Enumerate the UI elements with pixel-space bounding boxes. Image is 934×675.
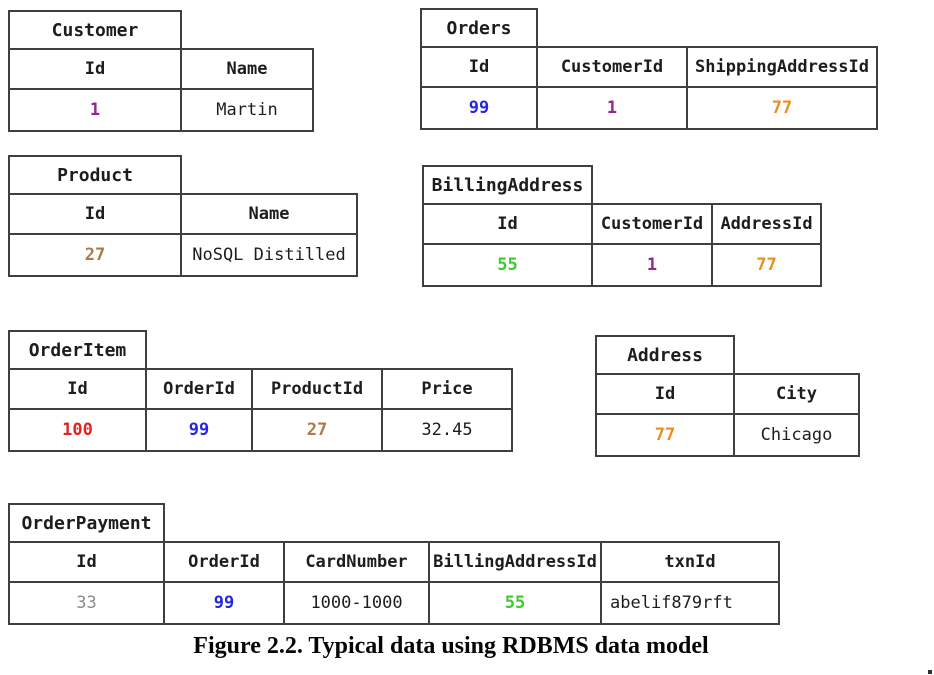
table-orderpayment: OrderPayment Id OrderId CardNumber Billi… (8, 503, 780, 625)
orderitem-price-header: Price (381, 370, 511, 408)
orderitem-table-grid: Id OrderId ProductId Price 100 99 27 32.… (8, 368, 513, 452)
orderitem-productid-header: ProductId (251, 370, 381, 408)
customer-data-row: 1 Martin (10, 90, 312, 130)
orders-shippingaddressid-value: 77 (686, 88, 876, 128)
product-table-grid: Id Name 27 NoSQL Distilled (8, 193, 358, 277)
address-city-header: City (733, 375, 858, 413)
orderitem-data-row: 100 99 27 32.45 (10, 410, 511, 450)
billingaddress-addressid-header: AddressId (711, 205, 820, 243)
table-orders: Orders Id CustomerId ShippingAddressId 9… (420, 8, 878, 130)
customer-header-row: Id Name (10, 50, 312, 90)
orderitem-productid-value: 27 (251, 410, 381, 450)
orders-customerid-value: 1 (536, 88, 686, 128)
orderpayment-cardnumber-value: 1000-1000 (283, 583, 428, 623)
product-data-row: 27 NoSQL Distilled (10, 235, 356, 275)
orderitem-table-title: OrderItem (8, 330, 147, 370)
address-id-value: 77 (654, 425, 676, 445)
product-table-title: Product (8, 155, 182, 195)
orders-table-title: Orders (420, 8, 538, 48)
orders-data-row: 99 1 77 (422, 88, 876, 128)
orders-customerid-header: CustomerId (536, 48, 686, 86)
orders-id-value: 99 (468, 98, 490, 118)
orderitem-orderid-value: 99 (145, 410, 251, 450)
orderitem-price-value: 32.45 (381, 410, 511, 450)
billingaddress-data-row: 55 1 77 (424, 245, 820, 285)
orderpayment-cardnumber-header: CardNumber (283, 543, 428, 581)
address-table-title: Address (595, 335, 735, 375)
orders-table-grid: Id CustomerId ShippingAddressId 99 1 77 (420, 46, 878, 130)
address-header-row: Id City (597, 375, 858, 415)
product-id-value: 27 (84, 245, 106, 265)
table-billingaddress: BillingAddress Id CustomerId AddressId 5… (422, 165, 822, 287)
address-table-grid: Id City 77 Chicago (595, 373, 860, 457)
orderpayment-table-grid: Id OrderId CardNumber BillingAddressId t… (8, 541, 780, 625)
product-header-row: Id Name (10, 195, 356, 235)
orderpayment-billingaddressid-value: 55 (428, 583, 600, 623)
orders-id-header: Id (468, 57, 490, 77)
billingaddress-header-row: Id CustomerId AddressId (424, 205, 820, 245)
customer-table-grid: Id Name 1 Martin (8, 48, 314, 132)
customer-id-header: Id (84, 59, 106, 79)
customer-id-value: 1 (89, 100, 101, 120)
page-corner-mark (928, 670, 932, 674)
billingaddress-addressid-value: 77 (711, 245, 820, 285)
address-id-header: Id (654, 384, 676, 404)
orderpayment-id-value: 33 (76, 593, 97, 613)
billingaddress-table-title: BillingAddress (422, 165, 593, 205)
product-name-header: Name (180, 195, 356, 233)
address-data-row: 77 Chicago (597, 415, 858, 455)
table-product: Product Id Name 27 NoSQL Distilled (8, 155, 358, 277)
table-customer: Customer Id Name 1 Martin (8, 10, 314, 132)
billingaddress-customerid-header: CustomerId (591, 205, 711, 243)
orderitem-id-value: 100 (62, 420, 93, 440)
table-orderitem: OrderItem Id OrderId ProductId Price 100… (8, 330, 513, 452)
customer-table-title: Customer (8, 10, 182, 50)
orderpayment-table-title: OrderPayment (8, 503, 165, 543)
orderitem-header-row: Id OrderId ProductId Price (10, 370, 511, 410)
billingaddress-customerid-value: 1 (591, 245, 711, 285)
customer-name-value: Martin (180, 90, 312, 130)
billingaddress-table-grid: Id CustomerId AddressId 55 1 77 (422, 203, 822, 287)
billingaddress-id-value: 55 (497, 255, 518, 275)
orders-shippingaddressid-header: ShippingAddressId (686, 48, 876, 86)
product-name-value: NoSQL Distilled (180, 235, 356, 275)
customer-name-header: Name (180, 50, 312, 88)
orders-header-row: Id CustomerId ShippingAddressId (422, 48, 876, 88)
orderpayment-data-row: 33 99 1000-1000 55 abelif879rft (10, 583, 778, 623)
address-city-value: Chicago (733, 415, 858, 455)
orderpayment-txnid-value: abelif879rft (600, 583, 778, 623)
orderpayment-id-header: Id (76, 552, 97, 572)
figure-caption: Figure 2.2. Typical data using RDBMS dat… (193, 633, 709, 659)
orderpayment-header-row: Id OrderId CardNumber BillingAddressId t… (10, 543, 778, 583)
table-address: Address Id City 77 Chicago (595, 335, 860, 457)
product-id-header: Id (84, 204, 106, 224)
orderitem-id-header: Id (67, 379, 88, 399)
orderpayment-txnid-header: txnId (600, 543, 778, 581)
orderitem-orderid-header: OrderId (145, 370, 251, 408)
billingaddress-id-header: Id (497, 214, 518, 234)
orderpayment-orderid-header: OrderId (163, 543, 283, 581)
orderpayment-billingaddressid-header: BillingAddressId (428, 543, 600, 581)
orderpayment-orderid-value: 99 (163, 583, 283, 623)
